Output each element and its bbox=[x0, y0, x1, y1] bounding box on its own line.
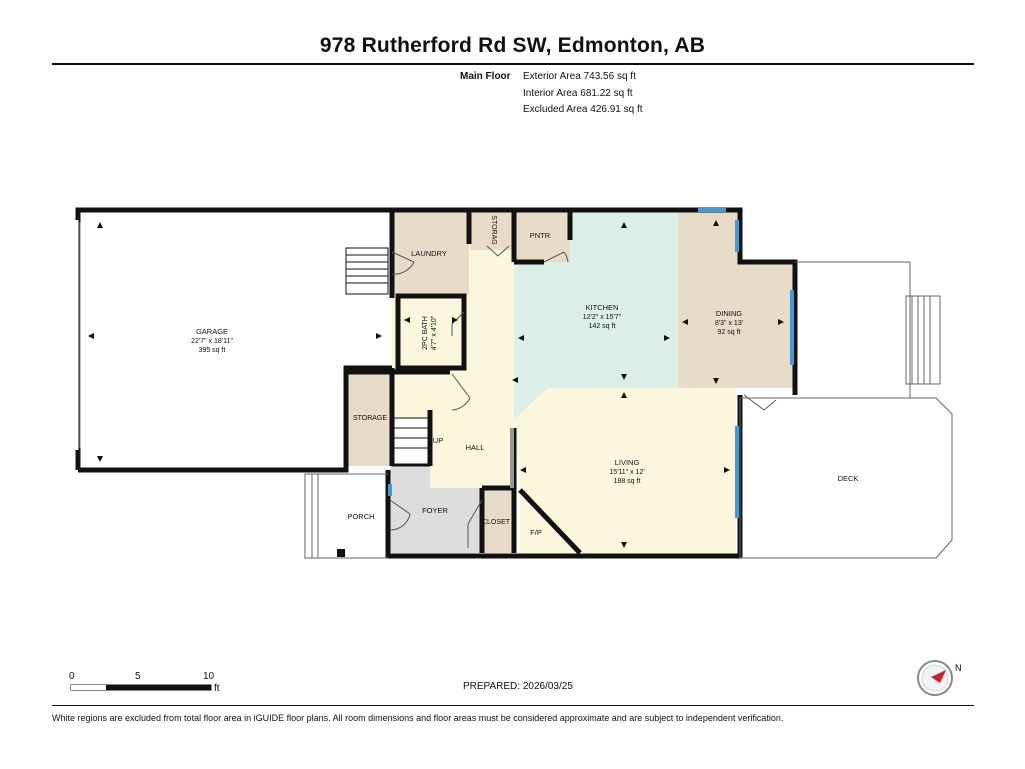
compass-arrow bbox=[931, 670, 946, 683]
footer-rule bbox=[52, 705, 974, 706]
living-name: LIVING bbox=[615, 458, 640, 467]
scale-bar bbox=[70, 684, 212, 691]
dining-area: 92 sq ft bbox=[718, 329, 741, 336]
kitchen-fill bbox=[514, 212, 678, 420]
kitchen-name: KITCHEN bbox=[586, 303, 619, 312]
porch-name: PORCH bbox=[347, 512, 374, 521]
compass-north-label: N bbox=[955, 663, 962, 673]
living-fill bbox=[514, 388, 736, 553]
stairs-up-label: UP bbox=[433, 436, 443, 445]
compass: N bbox=[917, 660, 962, 696]
exterior-area: Exterior Area 743.56 sq ft bbox=[523, 71, 636, 82]
bath-dims: 4'7" x 4'10" bbox=[431, 315, 438, 350]
dining-fill bbox=[678, 212, 736, 388]
bath-name: 2PC BATH bbox=[422, 316, 429, 350]
page-title: 978 Rutherford Rd SW, Edmonton, AB bbox=[319, 34, 706, 57]
deck-outline bbox=[739, 397, 953, 559]
deck-name: DECK bbox=[838, 474, 859, 483]
porch-outline bbox=[304, 473, 388, 559]
bath-walls bbox=[395, 293, 467, 371]
closet-door bbox=[467, 499, 483, 548]
storage-top-fill bbox=[470, 212, 514, 250]
floor-name: Main Floor bbox=[460, 71, 511, 82]
kitchen-area: 142 sq ft bbox=[589, 323, 616, 330]
storage-top-name: STORAG bbox=[490, 215, 497, 244]
scale-tick-0: 0 bbox=[69, 671, 75, 682]
garage-name: GARAGE bbox=[196, 327, 228, 336]
dining-extension-fill bbox=[736, 212, 793, 388]
doors bbox=[389, 245, 777, 548]
exterior-outlines bbox=[304, 261, 953, 559]
storage-fill bbox=[346, 372, 392, 466]
scale-unit: ft bbox=[214, 683, 220, 694]
header-rule bbox=[52, 63, 974, 65]
disclaimer: White regions are excluded from total fl… bbox=[52, 713, 784, 723]
storage-door-2 bbox=[451, 373, 471, 411]
scale-tick-10: 10 bbox=[203, 671, 215, 682]
excluded-area: Excluded Area 426.91 sq ft bbox=[523, 104, 643, 115]
foyer-name: FOYER bbox=[422, 506, 448, 515]
upper-deck-outline bbox=[795, 261, 911, 398]
dining-dims: 8'3" x 13' bbox=[715, 320, 743, 327]
laundry-door bbox=[391, 251, 415, 275]
bath-door bbox=[451, 311, 465, 336]
storage-name: STORAGE bbox=[353, 415, 387, 422]
porch-post bbox=[337, 549, 345, 557]
front-door bbox=[389, 499, 411, 531]
fireplace-wall bbox=[518, 488, 582, 555]
deck-stairs bbox=[905, 295, 941, 385]
dining-name: DINING bbox=[716, 309, 742, 318]
pantry-door bbox=[543, 251, 569, 263]
living-area: 188 sq ft bbox=[614, 478, 641, 485]
closet-fill bbox=[482, 490, 512, 553]
dimension-arrows bbox=[88, 220, 784, 548]
room-labels: GARAGE 22'7" x 18'11" 395 sq ft LAUNDRY … bbox=[191, 215, 858, 537]
fireplace-name: F/P bbox=[530, 528, 542, 537]
interior-area: Interior Area 681.22 sq ft bbox=[523, 88, 633, 99]
pantry-name: PNTR bbox=[530, 231, 551, 240]
windows bbox=[388, 208, 794, 518]
hall-name: HALL bbox=[466, 443, 485, 452]
laundry-name: LAUNDRY bbox=[411, 249, 447, 258]
closet-name: CLOSET bbox=[482, 519, 511, 526]
kitchen-dims: 12'2" x 15'7" bbox=[583, 314, 622, 321]
deck-door bbox=[743, 394, 777, 411]
laundry-fill bbox=[392, 212, 469, 294]
garage-dims: 22'7" x 18'11" bbox=[191, 338, 233, 345]
garage-south-wall bbox=[78, 365, 392, 473]
living-dims: 15'11" x 12' bbox=[609, 469, 644, 476]
scale-tick-5: 5 bbox=[135, 671, 141, 682]
garage-stairs bbox=[345, 247, 389, 295]
prepared-date: PREPARED: 2026/03/25 bbox=[463, 681, 573, 692]
storage-door bbox=[486, 245, 510, 257]
interior-stairs bbox=[393, 417, 429, 465]
room-fills bbox=[346, 212, 793, 553]
garage-area: 395 sq ft bbox=[199, 347, 226, 354]
